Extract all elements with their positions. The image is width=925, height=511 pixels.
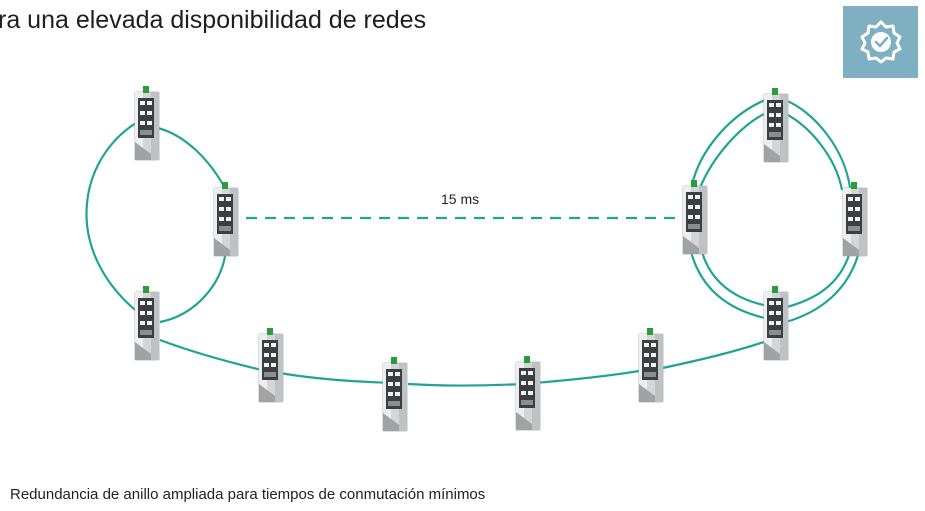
bus-cables [159, 338, 771, 387]
cable [784, 98, 852, 189]
cable [690, 98, 766, 186]
diagram-caption: Redundancia de anillo ampliada para tiem… [10, 486, 486, 503]
cable [700, 251, 769, 308]
status-badge [843, 6, 918, 78]
cable [159, 249, 228, 324]
cable [657, 338, 771, 371]
cable [279, 371, 396, 385]
cable [785, 247, 862, 324]
cable [407, 382, 523, 387]
switch [382, 356, 408, 432]
cable [159, 338, 271, 374]
switch [638, 327, 664, 403]
cable [782, 251, 852, 310]
cable [781, 111, 844, 191]
page-title: ra una elevada disponibilidad de redes [0, 6, 427, 34]
switch [134, 285, 160, 361]
cable [698, 111, 769, 189]
switch [134, 85, 160, 161]
check-gear-icon [860, 20, 901, 64]
switch [682, 179, 708, 255]
switch [515, 355, 541, 431]
switch [842, 181, 868, 257]
cable [534, 368, 646, 385]
switchover-time-label: 15 ms [441, 191, 480, 207]
switch [763, 285, 789, 361]
right-ring-cables [688, 98, 862, 324]
switch [763, 87, 789, 163]
network-diagram [85, 85, 868, 432]
left-ring-cables [85, 117, 228, 324]
cable [688, 247, 766, 320]
switch [258, 327, 284, 403]
cable [85, 117, 146, 319]
switch [213, 181, 239, 257]
cable [157, 126, 227, 191]
